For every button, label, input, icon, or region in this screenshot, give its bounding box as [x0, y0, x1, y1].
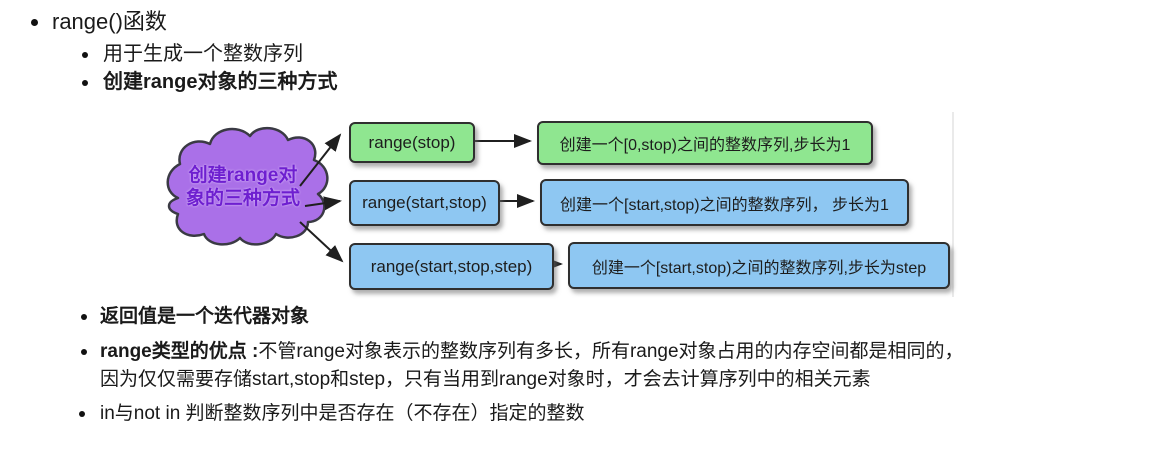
node-range-start-stop: range(start,stop) [349, 180, 500, 226]
sub-bullet-three-ways: 创建range对象的三种方式 [103, 71, 338, 93]
cloud-label: 创建range对 象的三种方式 [173, 164, 313, 210]
bullet-dot [82, 80, 88, 86]
cloud-label-line1: 创建range对 [188, 165, 298, 186]
cloud-label-line2: 象的三种方式 [185, 188, 300, 209]
note-range-advantage: range类型的优点 :不管range对象表示的整数序列有多长，所有range对… [100, 338, 1160, 394]
note-advantage-line2: 因为仅仅需要存储start,stop和step，只有当用到range对象时，才会… [100, 369, 871, 390]
note-advantage-lead: range类型的优点 : [100, 341, 259, 362]
bullet-dot [31, 19, 38, 26]
node-range-stop-description: 创建一个[0,stop)之间的整数序列,步长为1 [537, 121, 873, 165]
cloud-shape [166, 127, 329, 246]
note-advantage-line1: 不管range对象表示的整数序列有多长，所有range对象占用的内存空间都是相同… [258, 341, 964, 362]
arrow-cloud-to-range-start-stop-step [299, 221, 344, 263]
node-range-start-stop-description: 创建一个[start,stop)之间的整数序列， 步长为1 [540, 179, 909, 226]
sub-bullet-usage: 用于生成一个整数序列 [103, 43, 303, 65]
bullet-dot [82, 52, 88, 58]
bullet-dot [79, 411, 85, 417]
arrow-cloud-to-range-stop [299, 133, 342, 187]
note-in-not-in: in与not in 判断整数序列中是否存在（不存在）指定的整数 [100, 403, 585, 424]
node-range-start-stop-step: range(start,stop,step) [349, 243, 554, 290]
bullet-dot [81, 349, 87, 355]
node-range-start-stop-step-description: 创建一个[start,stop)之间的整数序列,步长为step [568, 242, 950, 289]
node-range-stop: range(stop) [349, 122, 475, 163]
bullet-dot [81, 314, 87, 320]
page-title: range()函数 [52, 9, 167, 34]
arrow-cloud-to-range-start-stop [304, 196, 342, 211]
note-return-value: 返回值是一个迭代器对象 [100, 306, 310, 327]
